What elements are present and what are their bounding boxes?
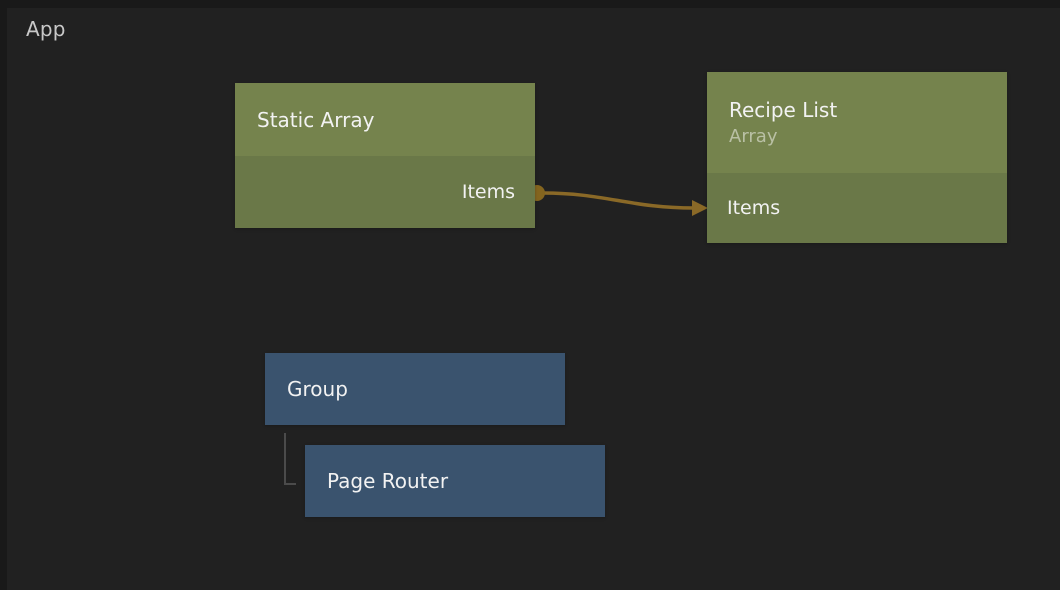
node-static-array[interactable]: Static Array Items: [235, 83, 535, 228]
node-static-array-header[interactable]: Static Array: [235, 83, 535, 156]
node-static-array-ports: Items: [235, 156, 535, 228]
node-title: Recipe List: [729, 97, 838, 122]
node-title: Static Array: [257, 107, 375, 132]
canvas-top-edge: [0, 0, 1060, 8]
node-title: Group: [287, 377, 348, 401]
node-page-router[interactable]: Page Router: [305, 445, 605, 517]
canvas-left-edge: [0, 0, 7, 590]
node-subtitle: Array: [729, 125, 778, 147]
node-recipe-list-header[interactable]: Recipe List Array: [707, 72, 1007, 173]
port-items-output[interactable]: Items: [461, 181, 515, 203]
port-items-input[interactable]: Items: [727, 197, 781, 219]
node-title: Page Router: [327, 469, 449, 493]
component-breadcrumb: App: [26, 17, 66, 41]
wire-arrowhead-icon: [692, 200, 708, 216]
child-connector-line: [284, 433, 296, 485]
items-connection-wire[interactable]: [542, 191, 695, 210]
node-group[interactable]: Group: [265, 353, 565, 425]
node-recipe-list[interactable]: Recipe List Array Items: [707, 72, 1007, 243]
node-recipe-list-ports: Items: [707, 173, 1007, 243]
